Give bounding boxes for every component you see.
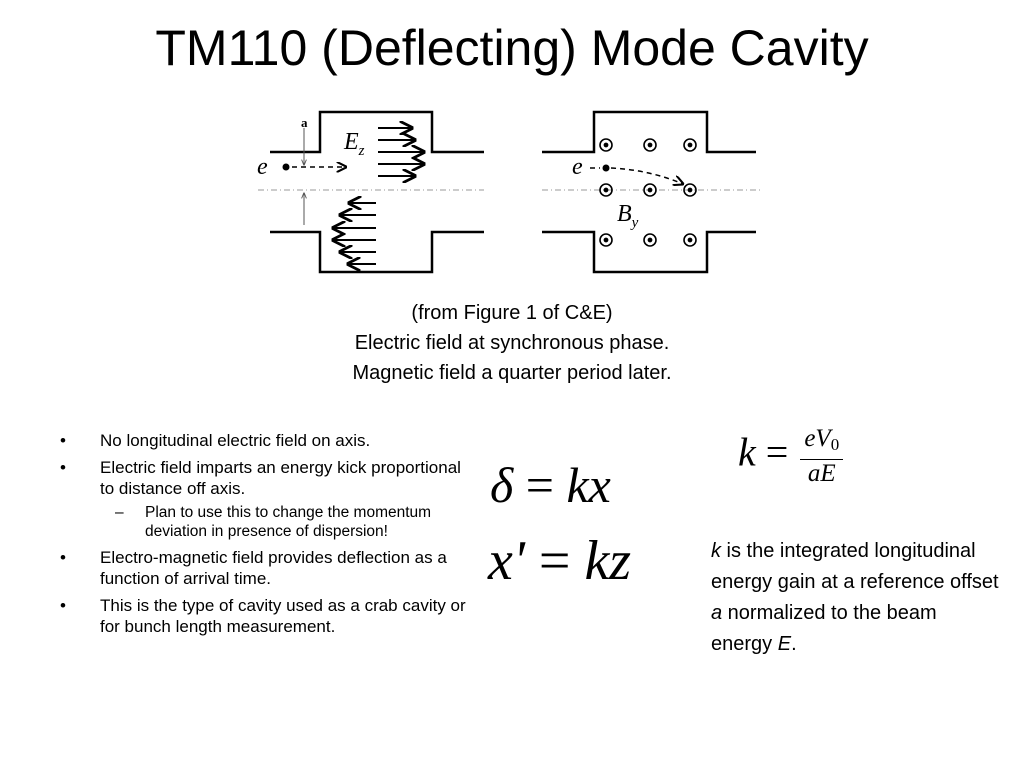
k-desc-a: a — [711, 602, 723, 624]
k-desc-k: k — [711, 540, 721, 562]
left-cavity-bottom-wall — [270, 230, 484, 274]
bullet-item: • Electric field imparts an energy kick … — [60, 457, 470, 541]
bullet-text: No longitudinal electric field on axis. — [100, 431, 371, 450]
equation-k: k = eV0 aE — [738, 425, 844, 488]
right-cavity-bottom-wall — [542, 230, 756, 274]
label-ez: Ez — [343, 129, 365, 159]
label-a: a — [301, 115, 308, 130]
figure-caption: (from Figure 1 of C&E) Electric field at… — [262, 298, 762, 388]
bullet-marker: • — [60, 596, 66, 615]
label-e-left: e — [257, 154, 268, 180]
equation-k-lhs: k — [738, 429, 756, 475]
bullet-marker: • — [60, 431, 66, 450]
electron-path-right — [610, 167, 683, 184]
equation-delta-rhs: kx — [566, 457, 611, 513]
k-desc-E: E — [777, 633, 792, 655]
bullet-item: • This is the type of cavity used as a c… — [60, 595, 470, 637]
bullet-text: Electro-magnetic field provides deflecti… — [100, 548, 447, 588]
sub-bullet-item: – Plan to use this to change the momentu… — [100, 503, 470, 541]
sub-bullet-marker: – — [115, 504, 124, 521]
electron-right — [602, 164, 610, 172]
left-cavity-top-wall — [270, 110, 484, 154]
equation-k-fraction: eV0 aE — [800, 425, 844, 488]
bullet-item: • Electro-magnetic field provides deflec… — [60, 547, 470, 589]
caption-line-3: Magnetic field a quarter period later. — [352, 362, 672, 384]
b-field-dots — [599, 138, 697, 247]
label-by: By — [617, 201, 639, 231]
e-field-arrows-right — [378, 128, 424, 176]
equation-delta-lhs: δ — [490, 457, 514, 513]
bullet-text: Electric field imparts an energy kick pr… — [100, 458, 461, 498]
bullet-item: • No longitudinal electric field on axis… — [60, 430, 470, 451]
sub-bullet-list: – Plan to use this to change the momentu… — [100, 503, 470, 541]
bullet-list: • No longitudinal electric field on axis… — [60, 430, 470, 643]
equation-delta-equals: = — [525, 457, 554, 513]
equation-k-numerator: eV0 — [800, 425, 844, 460]
bullet-text: This is the type of cavity used as a cra… — [100, 596, 466, 636]
slide-title: TM110 (Deflecting) Mode Cavity — [155, 20, 869, 76]
k-description: k is the integrated longitudinal energy … — [711, 540, 999, 655]
equation-xprime-equals: = — [538, 530, 571, 592]
caption-line-1: (from Figure 1 of C&E) — [411, 302, 613, 324]
equation-k-denominator: aE — [807, 460, 836, 487]
electron-left — [282, 163, 290, 171]
e-field-arrows-left — [333, 203, 376, 264]
cavity-figure: a Ez e e By — [257, 110, 762, 274]
equation-xprime-lhs: x' — [488, 530, 525, 592]
label-e-right: e — [572, 154, 583, 180]
equation-xprime: x' = kz — [488, 528, 631, 594]
sub-bullet-text: Plan to use this to change the momentum … — [145, 504, 432, 540]
caption-line-2: Electric field at synchronous phase. — [354, 332, 670, 354]
bullet-marker: • — [60, 548, 66, 567]
right-cavity-top-wall — [542, 110, 756, 154]
equation-k-equals: = — [765, 429, 789, 475]
equation-delta: δ = kx — [490, 455, 611, 515]
right-cavity: e By — [542, 110, 762, 274]
equation-xprime-rhs: kz — [584, 530, 632, 592]
bullet-marker: • — [60, 458, 66, 477]
left-cavity: a Ez e — [257, 110, 484, 274]
